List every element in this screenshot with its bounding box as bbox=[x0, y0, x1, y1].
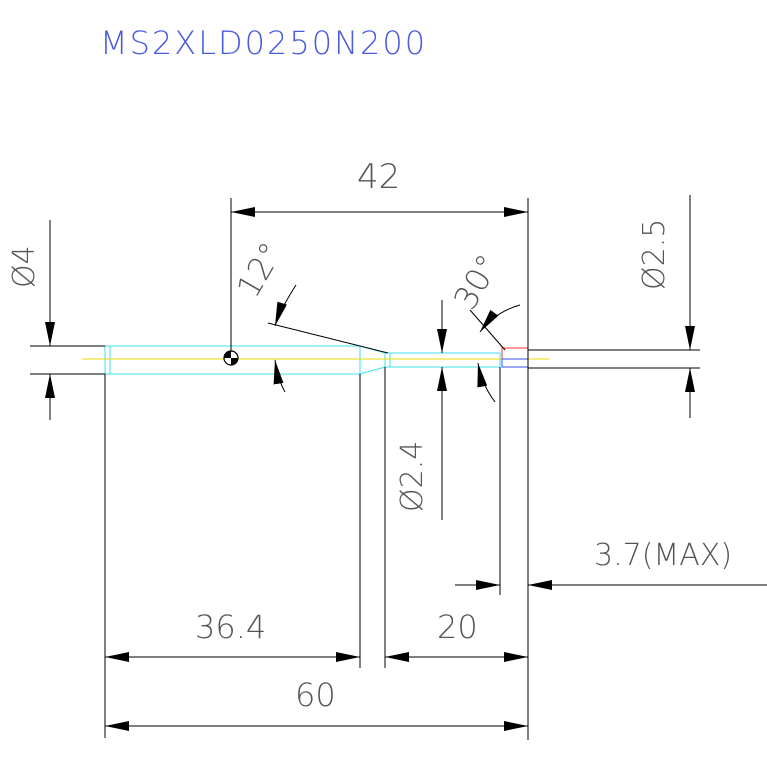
tip-angle-label: 30° bbox=[446, 248, 507, 316]
tip-marker-red bbox=[501, 347, 529, 360]
shank-diameter-label: Ø4 bbox=[7, 245, 42, 288]
dimension-taper-angle bbox=[267, 284, 389, 393]
tip-diameter-label: Ø2.5 bbox=[637, 219, 672, 290]
dimension-tip-angle bbox=[469, 304, 521, 403]
neck-diameter-label: Ø2.4 bbox=[395, 441, 430, 512]
dimension-shank-diameter bbox=[30, 220, 105, 420]
extension-lines bbox=[104, 367, 501, 738]
dimension-42 bbox=[230, 198, 529, 740]
datum-point bbox=[223, 350, 239, 366]
part-outline bbox=[104, 345, 501, 375]
part-number-title: MS2XLD0250N200 bbox=[100, 24, 427, 62]
shank-length-label: 36.4 bbox=[195, 608, 266, 646]
taper-angle-label: 12° bbox=[229, 236, 290, 304]
overall-length-label: 60 bbox=[295, 676, 336, 714]
tip-marker-blue bbox=[501, 358, 529, 368]
tip-length-label: 3.7(MAX) bbox=[594, 538, 732, 573]
neck-length-label: 20 bbox=[437, 608, 478, 646]
dimension-tip-diameter bbox=[528, 195, 700, 418]
overall-width-label: 42 bbox=[357, 157, 400, 197]
